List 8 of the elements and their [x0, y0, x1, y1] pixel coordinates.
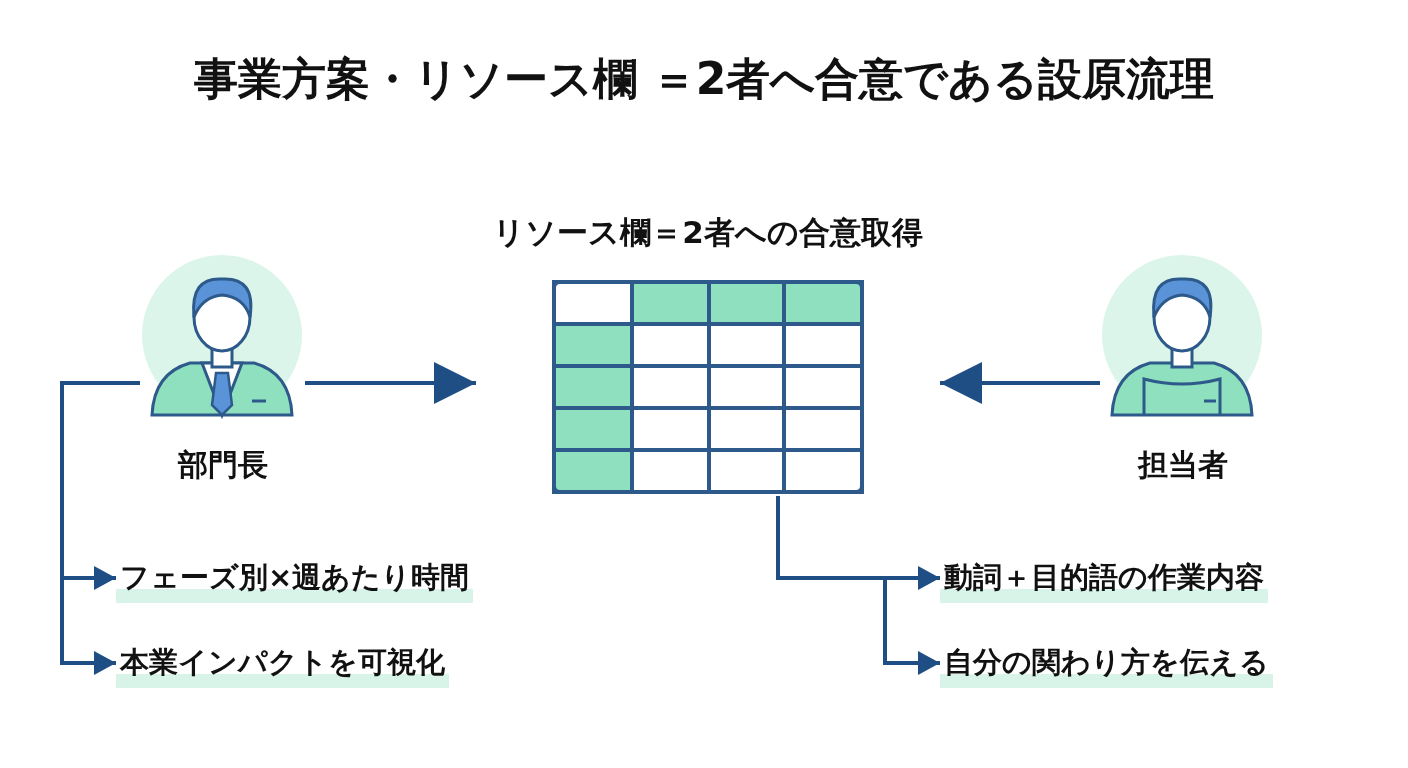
arrow [305, 362, 476, 404]
role-label: 部門長 [176, 446, 269, 484]
title: 事業方案・リソース欄 ＝2者へ合意である設原流理 [192, 52, 1216, 106]
table-heading: リソース欄＝2者への合意取得 [492, 213, 924, 252]
arrow [776, 496, 940, 675]
arrow [60, 381, 140, 675]
arrow [940, 362, 1100, 404]
role-label: 担当者 [1136, 446, 1229, 484]
